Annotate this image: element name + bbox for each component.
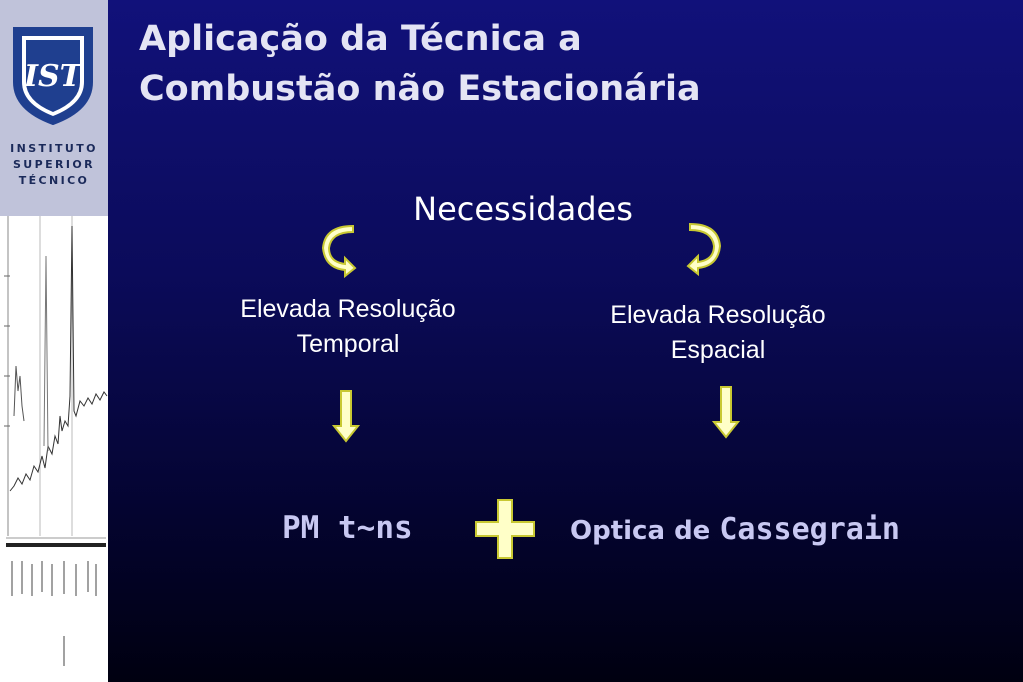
temporal-requirement-line1: Elevada Resolução <box>240 295 456 323</box>
slide-title-line2: Combustão não Estacionária <box>139 69 701 109</box>
spatial-resolution-requirement: Elevada Resolução Espacial <box>578 298 858 368</box>
sidebar: IST INSTITUTO SUPERIOR TÉCNICO <box>0 0 108 682</box>
slide-title: Aplicação da Técnica a Combustão não Est… <box>139 14 899 114</box>
institution-name-line1: INSTITUTO <box>10 142 98 155</box>
temporal-requirement-line2: Temporal <box>296 330 400 358</box>
slide-title-line1: Aplicação da Técnica a <box>139 19 582 59</box>
plus-icon <box>475 499 535 559</box>
cassegrain-name: Cassegrain <box>719 512 900 547</box>
temporal-resolution-requirement: Elevada Resolução Temporal <box>208 292 488 362</box>
spatial-requirement-line1: Elevada Resolução <box>610 301 826 329</box>
sidebar-signal-plot-image <box>0 216 108 682</box>
down-arrow-icon <box>711 386 741 439</box>
spatial-requirement-line2: Espacial <box>670 336 766 364</box>
cassegrain-optics-method: Optica de Cassegrain <box>570 512 900 547</box>
institution-logo: IST INSTITUTO SUPERIOR TÉCNICO <box>0 0 108 216</box>
photomultiplier-method: PM t~ns <box>282 510 413 546</box>
needs-heading: Necessidades <box>413 190 633 228</box>
curved-arrow-down-left-icon <box>321 224 357 279</box>
institution-name-line2: SUPERIOR <box>12 158 95 171</box>
svg-text:IST: IST <box>23 59 85 94</box>
curved-arrow-down-right-icon <box>686 222 722 277</box>
optics-prefix: Optica de <box>570 516 711 546</box>
slide-content: Aplicação da Técnica a Combustão não Est… <box>108 0 1023 682</box>
down-arrow-icon <box>331 390 361 443</box>
institution-name-line3: TÉCNICO <box>18 174 90 187</box>
ist-shield-icon: IST <box>13 27 93 126</box>
